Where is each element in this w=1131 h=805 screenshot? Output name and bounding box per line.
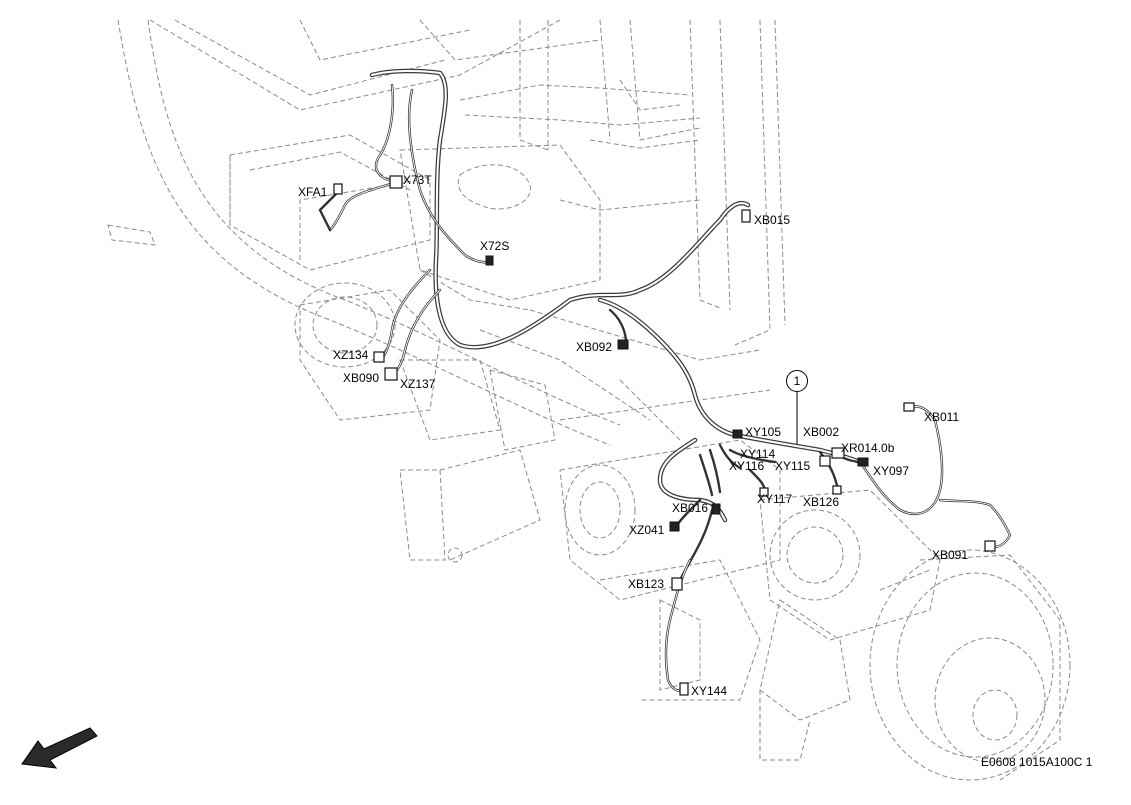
- callout-x73t: X73T: [403, 173, 432, 187]
- callout-xb126: XB126: [803, 495, 840, 509]
- callout-xr014-0b: XR014.0b: [841, 441, 895, 455]
- callout-xy114: XY114: [740, 447, 776, 461]
- callout-xy117: XY117: [757, 492, 793, 506]
- callout-xb015: XB015: [754, 213, 791, 227]
- callout-xz137: XZ137: [400, 377, 436, 391]
- callout-xb123: XB123: [628, 577, 665, 591]
- callout-xfa1: XFA1: [298, 185, 328, 199]
- direction-arrow-icon: [21, 727, 98, 769]
- callout-xy115: XY115: [775, 459, 811, 473]
- callout-xb002: XB002: [803, 425, 840, 439]
- callout-xb016: XB016: [672, 501, 709, 515]
- callout-xb092: XB092: [576, 340, 613, 354]
- item-number-callout: 1: [786, 370, 808, 392]
- callout-xb090: XB090: [343, 371, 380, 385]
- callout-xb011: XB011: [924, 410, 960, 424]
- connectors: [333, 175, 996, 696]
- callout-xz134: XZ134: [333, 348, 369, 362]
- callout-xy144: XY144: [691, 684, 728, 698]
- callout-xb091: XB091: [932, 548, 969, 562]
- machine-frame: [107, 19, 1071, 781]
- callout-xy105: XY105: [745, 425, 782, 439]
- figure-id: E0608 1015A100C 1: [981, 755, 1093, 769]
- callout-xz041: XZ041: [629, 523, 665, 537]
- callout-x72s: X72S: [480, 239, 510, 253]
- main-harness: [318, 68, 1012, 692]
- callout-xy097: XY097: [873, 464, 910, 478]
- callout-xy116: XY116: [729, 459, 765, 473]
